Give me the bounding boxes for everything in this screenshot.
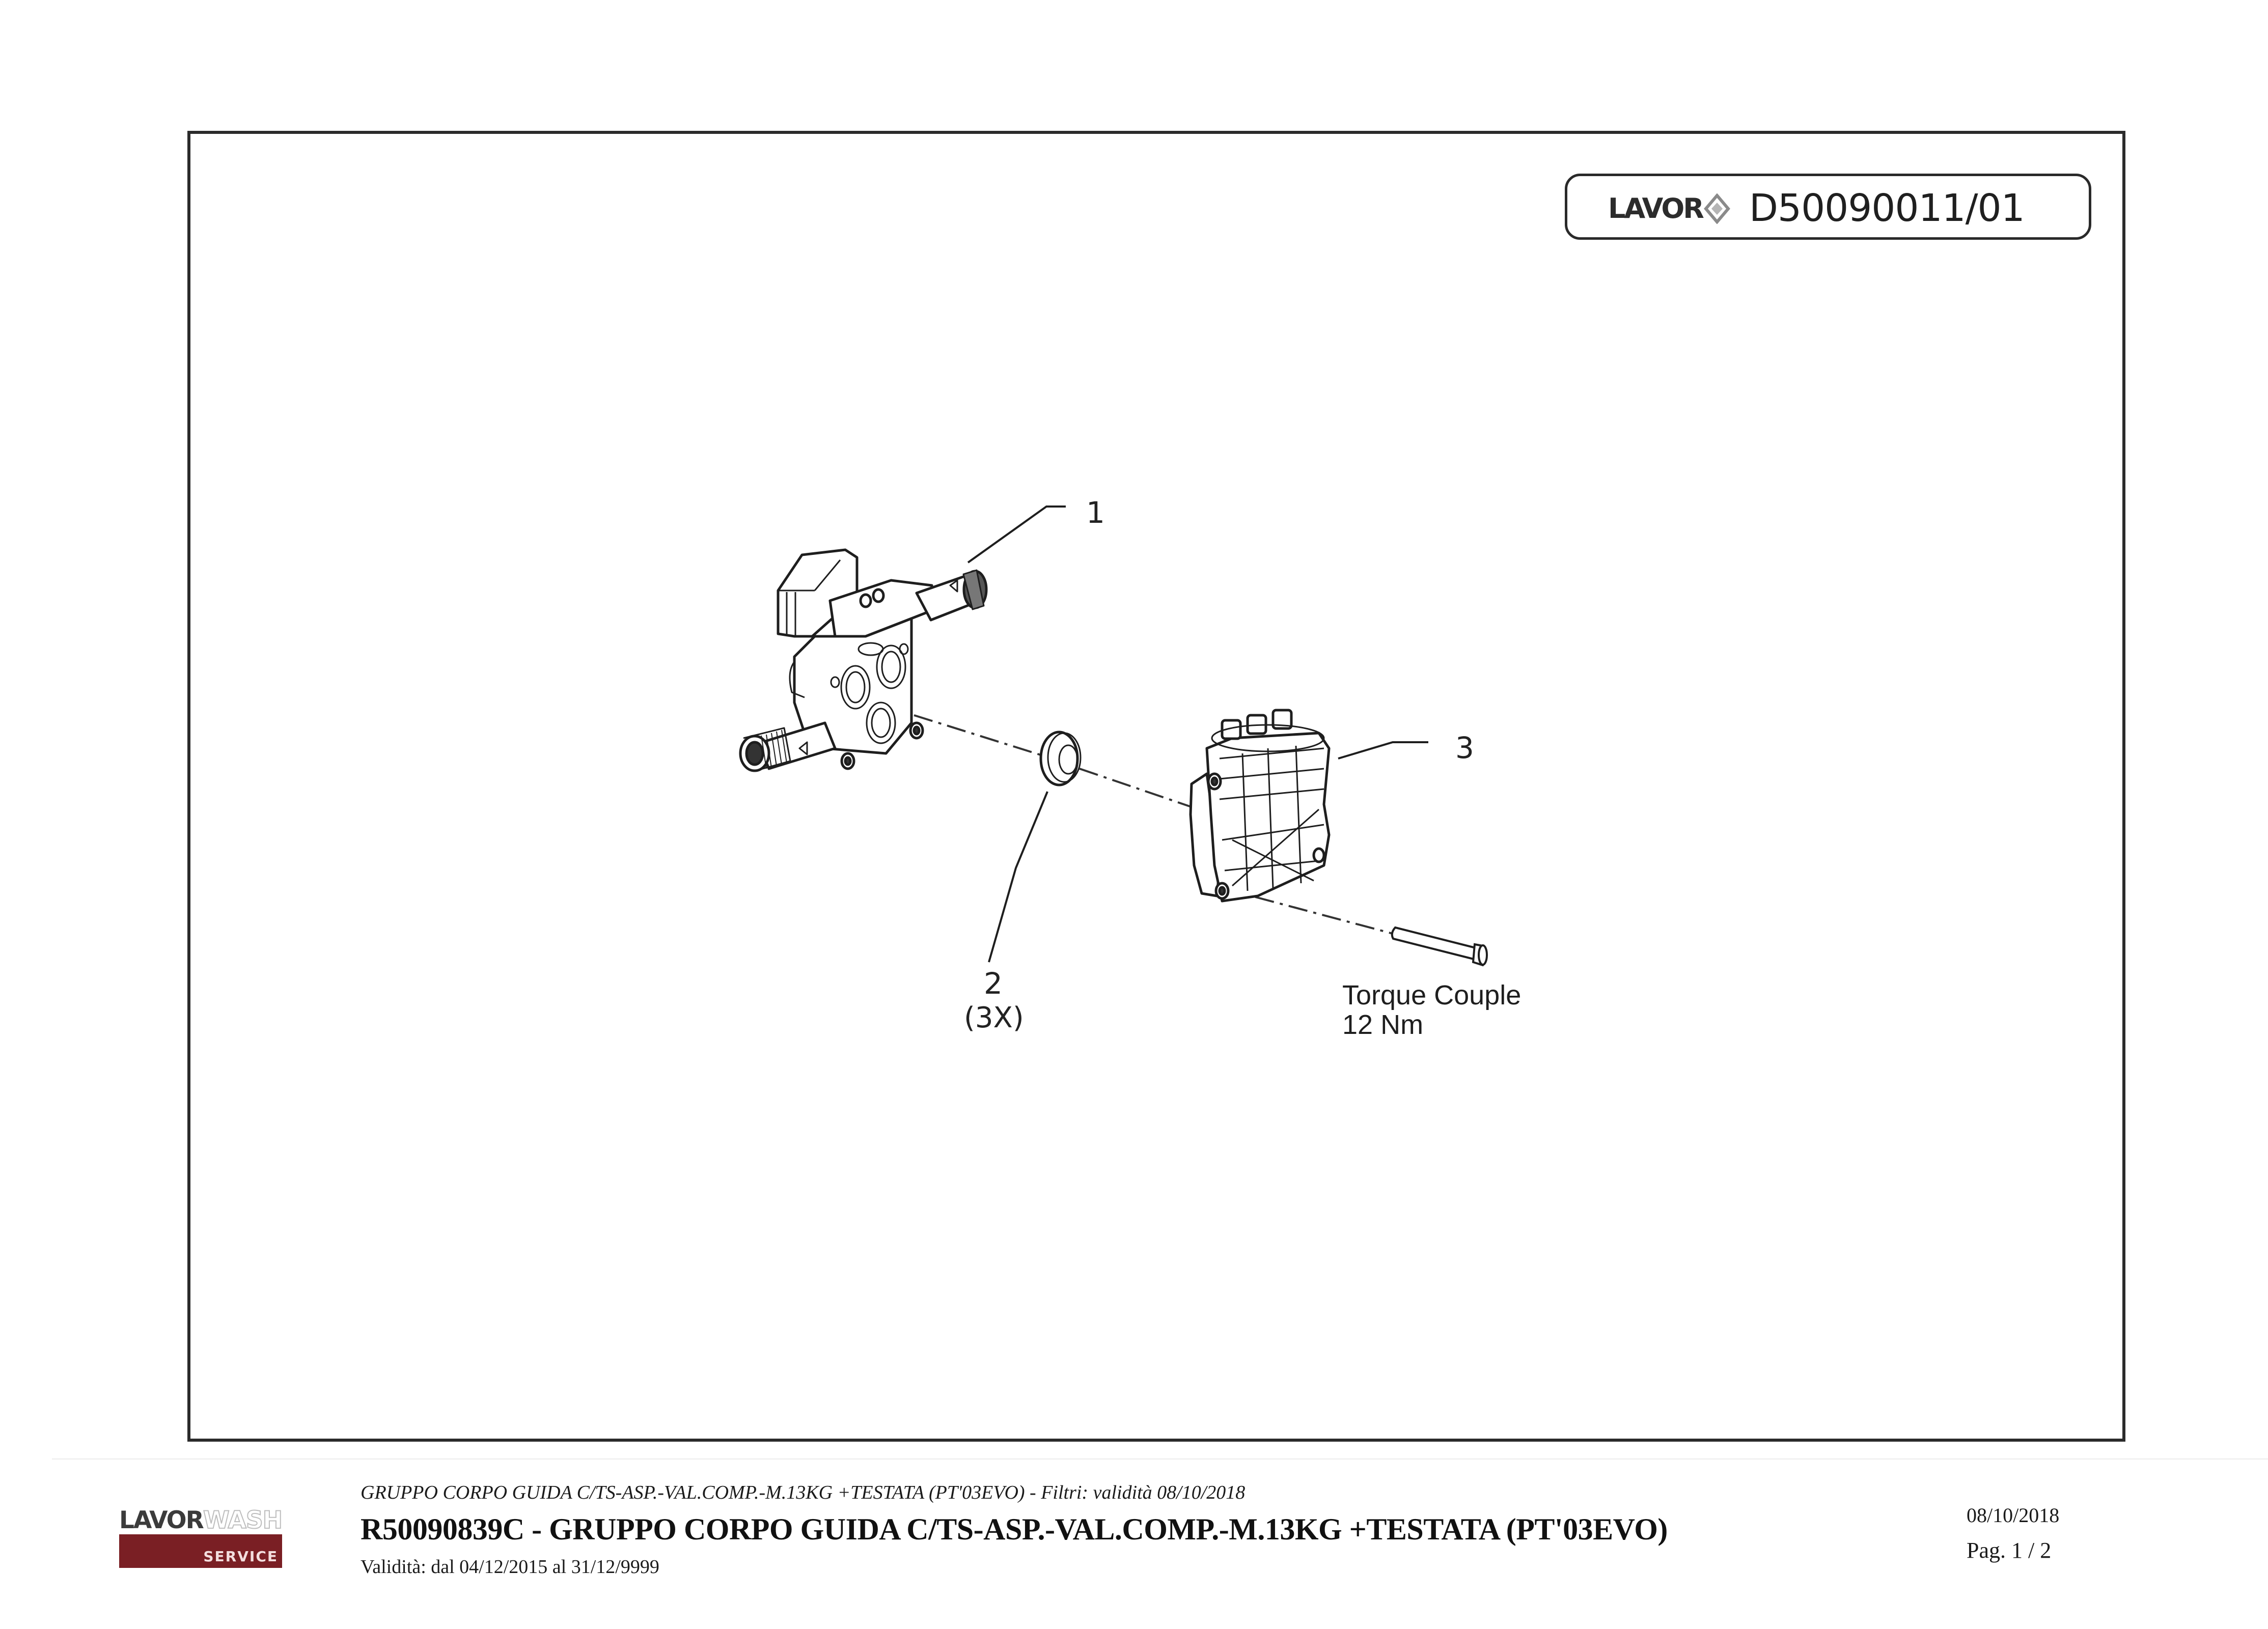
part-3-cylinder-head [1189, 709, 1331, 903]
callout-1-label: 1 [1086, 495, 1105, 530]
part-1-pump-body [739, 548, 988, 772]
logo-wash-text: WASH [203, 1506, 283, 1534]
footer-date: 08/10/2018 [1967, 1504, 2060, 1527]
torque-note: Torque Couple 12 Nm [1342, 980, 1521, 1040]
logo-service-text: SERVICE [203, 1548, 278, 1565]
callout-3-label: 3 [1455, 731, 1474, 765]
footer-validity: Validità: dal 04/12/2015 al 31/12/9999 [361, 1556, 659, 1578]
lavor-brand-mark: LAVOR [1608, 193, 1730, 224]
logo-service-bar: SERVICE [119, 1534, 282, 1568]
footer-title: R50090839C - GRUPPO CORPO GUIDA C/TS-ASP… [361, 1512, 1668, 1546]
brand-name: LAVOR [1608, 192, 1704, 224]
logo-wordmark: LAVOR WASH [119, 1506, 283, 1534]
footer-separator [52, 1458, 2268, 1459]
leader-lines [967, 505, 1428, 963]
torque-note-value: 12 Nm [1342, 1009, 1424, 1040]
page-number: Pag. 1 / 2 [1967, 1538, 2052, 1563]
torque-note-label: Torque Couple [1342, 980, 1522, 1010]
callout-2-quantity: (3X) [964, 1001, 1024, 1034]
assembly-axis-lines [914, 714, 1393, 935]
part-2-seal-ring [1039, 731, 1082, 787]
document-code: D50090011/01 [1749, 186, 2025, 230]
callout-2-label: 2 [984, 966, 1003, 1001]
footer-subtitle: GRUPPO CORPO GUIDA C/TS-ASP.-VAL.COMP.-M… [361, 1482, 1246, 1503]
document-code-box: LAVOR D50090011/01 [1565, 174, 2091, 240]
diamond-logo-icon [1703, 193, 1730, 224]
drawing-frame [187, 131, 2125, 1442]
lavorwash-service-logo: LAVOR WASH SERVICE [119, 1506, 283, 1570]
bolt [1391, 926, 1488, 967]
logo-lavor-text: LAVOR [119, 1506, 204, 1534]
